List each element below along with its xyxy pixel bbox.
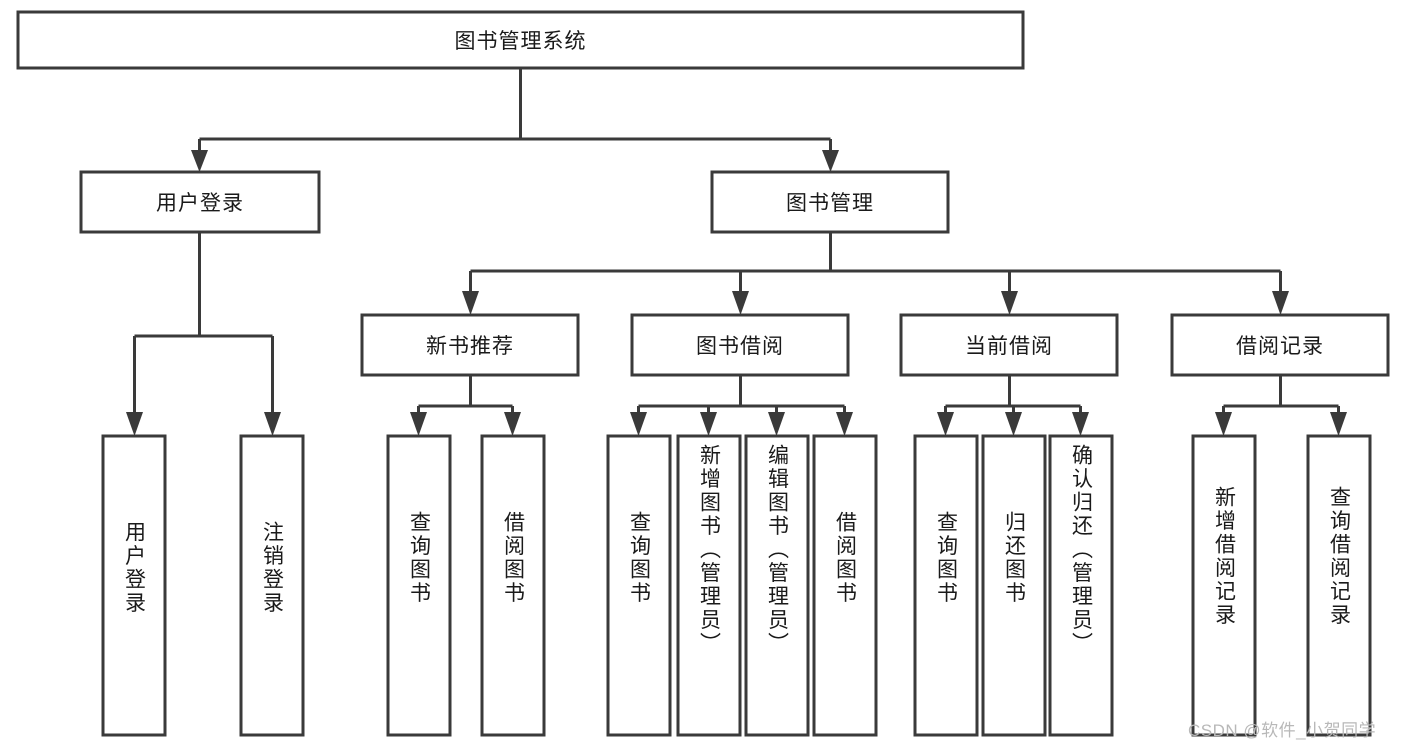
arrowhead-book-management <box>822 150 839 172</box>
arrowhead-leaf-add-book-admin <box>700 412 717 436</box>
connector-layer <box>126 68 1347 436</box>
arrowhead-leaf-confirm-return-admin <box>1072 412 1089 436</box>
arrowhead-leaf-query-book-borrow <box>630 412 647 436</box>
node-user-login[interactable] <box>79 170 321 234</box>
arrowhead-leaf-logout <box>264 412 281 436</box>
node-layer <box>16 10 1390 737</box>
arrowhead-leaf-query-book-recommend <box>410 412 427 436</box>
node-leaf-query-book-borrow[interactable] <box>606 434 672 737</box>
node-leaf-user-login[interactable] <box>101 434 167 737</box>
node-leaf-return-book[interactable] <box>981 434 1047 737</box>
arrowhead-leaf-borrow-book-recommend <box>504 412 521 436</box>
node-current-borrow[interactable] <box>899 313 1119 377</box>
node-leaf-logout[interactable] <box>239 434 305 737</box>
arrowhead-leaf-user-login <box>126 412 143 436</box>
arrowhead-leaf-edit-book-admin <box>768 412 785 436</box>
arrowhead-leaf-add-borrow-record <box>1215 412 1232 436</box>
node-leaf-query-borrow-record[interactable] <box>1306 434 1372 737</box>
arrowhead-new-book-recommend <box>462 291 479 315</box>
node-leaf-query-book-current[interactable] <box>913 434 979 737</box>
arrowhead-user-login <box>191 150 208 172</box>
node-book-management[interactable] <box>710 170 950 234</box>
node-borrow-record[interactable] <box>1170 313 1390 377</box>
node-book-borrow[interactable] <box>630 313 850 377</box>
node-new-book-recommend[interactable] <box>360 313 580 377</box>
node-leaf-borrow-book-recommend[interactable] <box>480 434 546 737</box>
arrowhead-current-borrow <box>1001 291 1018 315</box>
csdn-watermark: CSDN @软件_小贺同学 <box>1188 721 1377 740</box>
arrowhead-leaf-query-borrow-record <box>1330 412 1347 436</box>
node-leaf-add-book-admin[interactable] <box>676 434 742 737</box>
node-leaf-query-book-recommend[interactable] <box>386 434 452 737</box>
arrowhead-leaf-borrow-book <box>836 412 853 436</box>
node-leaf-add-borrow-record[interactable] <box>1191 434 1257 737</box>
node-leaf-confirm-return-admin[interactable] <box>1048 434 1114 737</box>
arrowhead-borrow-record <box>1272 291 1289 315</box>
arrowhead-leaf-return-book <box>1005 412 1022 436</box>
node-leaf-borrow-book[interactable] <box>812 434 878 737</box>
node-leaf-edit-book-admin[interactable] <box>744 434 810 737</box>
arrowhead-leaf-query-book-current <box>937 412 954 436</box>
arrowhead-book-borrow <box>732 291 749 315</box>
node-root[interactable] <box>16 10 1025 70</box>
